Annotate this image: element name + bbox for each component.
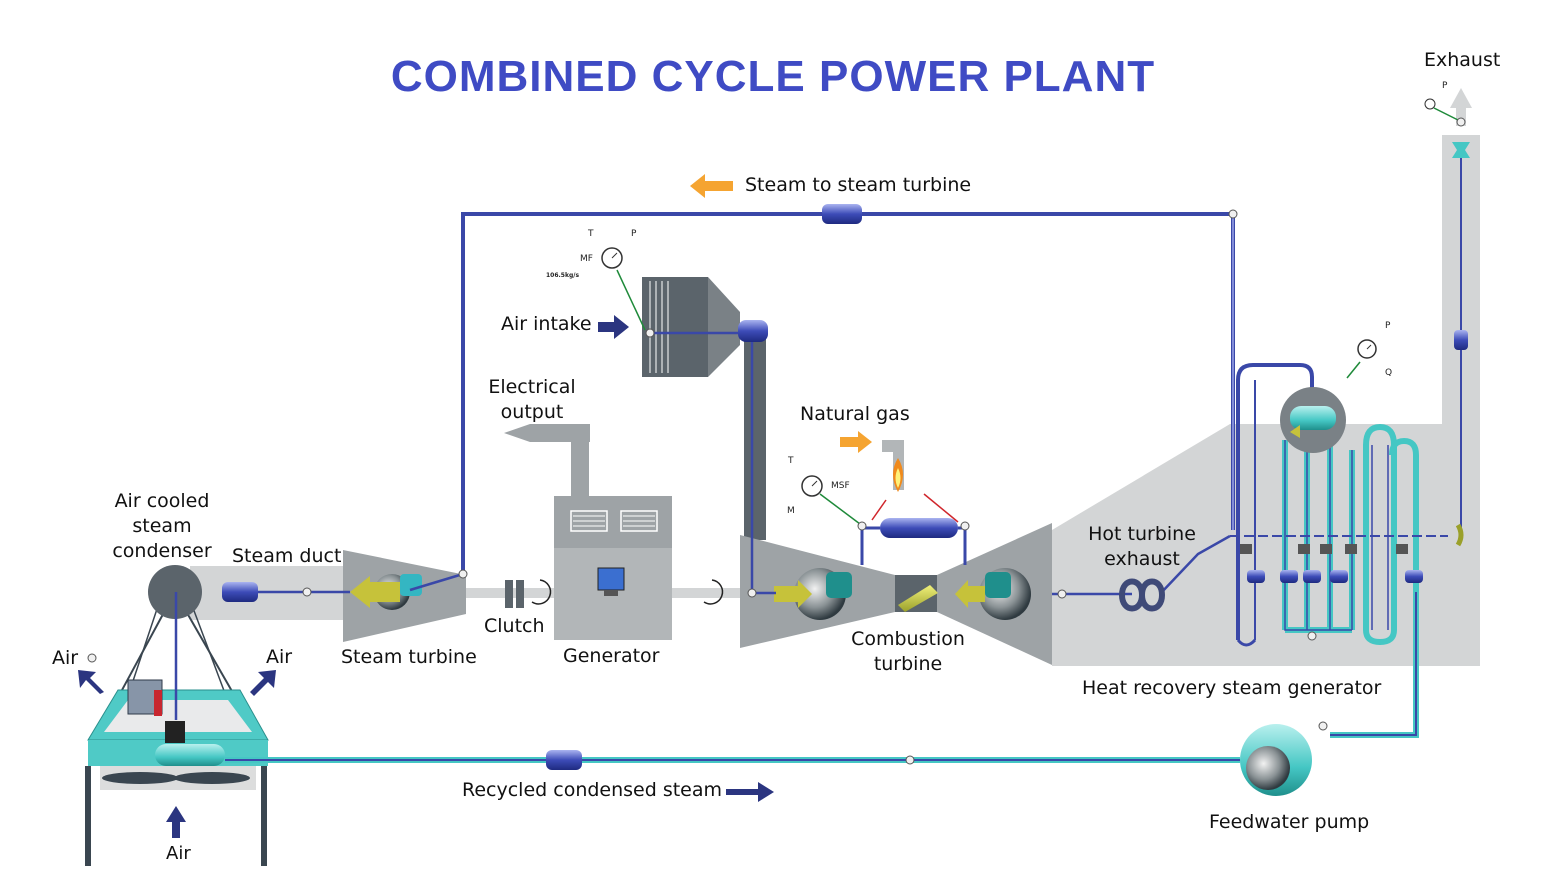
valve-steam-main [822, 204, 862, 224]
arrow-recycled [726, 782, 774, 802]
recycled-steam-line [225, 592, 1419, 763]
gauge-fuel-m: M [787, 506, 795, 516]
label-electrical-line1: Electrical [488, 376, 576, 398]
gauge-fuel-t: T [788, 456, 794, 466]
gauge-stack-icon [1424, 98, 1459, 121]
label-combustion-turbine: Combustion turbine [840, 627, 976, 677]
arrow-natural-gas [840, 431, 872, 453]
label-hot-exhaust-line2: exhaust [1104, 548, 1180, 570]
label-generator: Generator [563, 645, 660, 667]
shaft-right [672, 588, 742, 598]
label-condenser-line2: steam [132, 515, 192, 537]
gauge-intake-t: T [588, 229, 594, 239]
exhaust-arrow [1450, 88, 1472, 126]
label-air-right: Air [266, 646, 293, 668]
air-intake-housing [642, 277, 766, 540]
label-hrsg: Heat recovery steam generator [1082, 677, 1382, 699]
air-cooled-condenser [85, 565, 269, 866]
label-steam-duct: Steam duct [232, 545, 342, 567]
arrow-steam-to-turbine [690, 174, 733, 198]
label-exhaust: Exhaust [1424, 49, 1501, 71]
gauge-drum-q: Q [1385, 368, 1393, 378]
label-electrical-line2: output [500, 401, 564, 423]
combustion-turbine [740, 523, 1052, 665]
label-natural-gas: Natural gas [800, 403, 910, 425]
label-feedwater-pump: Feedwater pump [1209, 811, 1370, 833]
label-condenser-line3: condenser [112, 540, 212, 562]
stack-bend [1455, 523, 1464, 547]
label-combustion-line1: Combustion [851, 628, 965, 650]
rotation-icon [703, 579, 724, 605]
label-recycled-steam: Recycled condensed steam [462, 779, 723, 801]
feedwater-pump [1240, 724, 1312, 796]
label-hot-turbine-exhaust: Hot turbine exhaust [1080, 522, 1204, 572]
label-condenser-line1: Air cooled [114, 490, 210, 512]
generator-unit [504, 424, 672, 640]
hrsg-valves [1240, 544, 1423, 583]
superheater-loop [1236, 363, 1314, 640]
valve-steam-duct [222, 582, 258, 602]
gauge-drum-p: P [1385, 321, 1391, 331]
exhaust-knot-icon [1119, 578, 1166, 612]
label-electrical-output: Electrical output [476, 375, 588, 425]
gauge-stack-p: P [1442, 81, 1448, 91]
gauge-drum-icon [1346, 339, 1377, 379]
gauge-intake-icon [601, 247, 646, 331]
valve-recycled [546, 750, 582, 770]
label-hot-exhaust-line1: Hot turbine [1088, 523, 1196, 545]
label-clutch: Clutch [484, 615, 545, 637]
gauge-fuel-icon [801, 475, 861, 525]
gauge-intake-p: P [631, 229, 637, 239]
gauge-intake-value: 106.5kg/s [546, 272, 580, 279]
label-air-bottom: Air [166, 843, 191, 864]
arrow-air-bottom [166, 806, 186, 838]
arrow-air-left [78, 670, 104, 694]
steam-flow-arrow [350, 576, 400, 608]
rotation-icon [531, 579, 552, 605]
clutch-plate-2 [516, 580, 524, 608]
combustor [860, 440, 967, 565]
stack-valve [1454, 330, 1468, 350]
label-steam-turbine: Steam turbine [341, 646, 477, 668]
page-title: COMBINED CYCLE POWER PLANT [390, 52, 1156, 101]
arrow-air-intake [598, 315, 629, 339]
arrow-air-right [250, 670, 276, 696]
stack-damper [1452, 142, 1470, 158]
gauge-fuel-msf: MSF [831, 481, 850, 491]
label-steam-to-turbine: Steam to steam turbine [745, 174, 972, 196]
label-air-left: Air [52, 647, 79, 669]
label-air-cooled-condenser: Air cooled steam condenser [98, 489, 226, 564]
label-air-intake: Air intake [501, 313, 592, 335]
valve-intake [738, 320, 768, 342]
label-combustion-line2: turbine [873, 653, 943, 675]
junction-nodes [87, 117, 1466, 765]
clutch-plate-1 [505, 580, 513, 608]
gauge-intake-mf: MF [580, 254, 593, 264]
